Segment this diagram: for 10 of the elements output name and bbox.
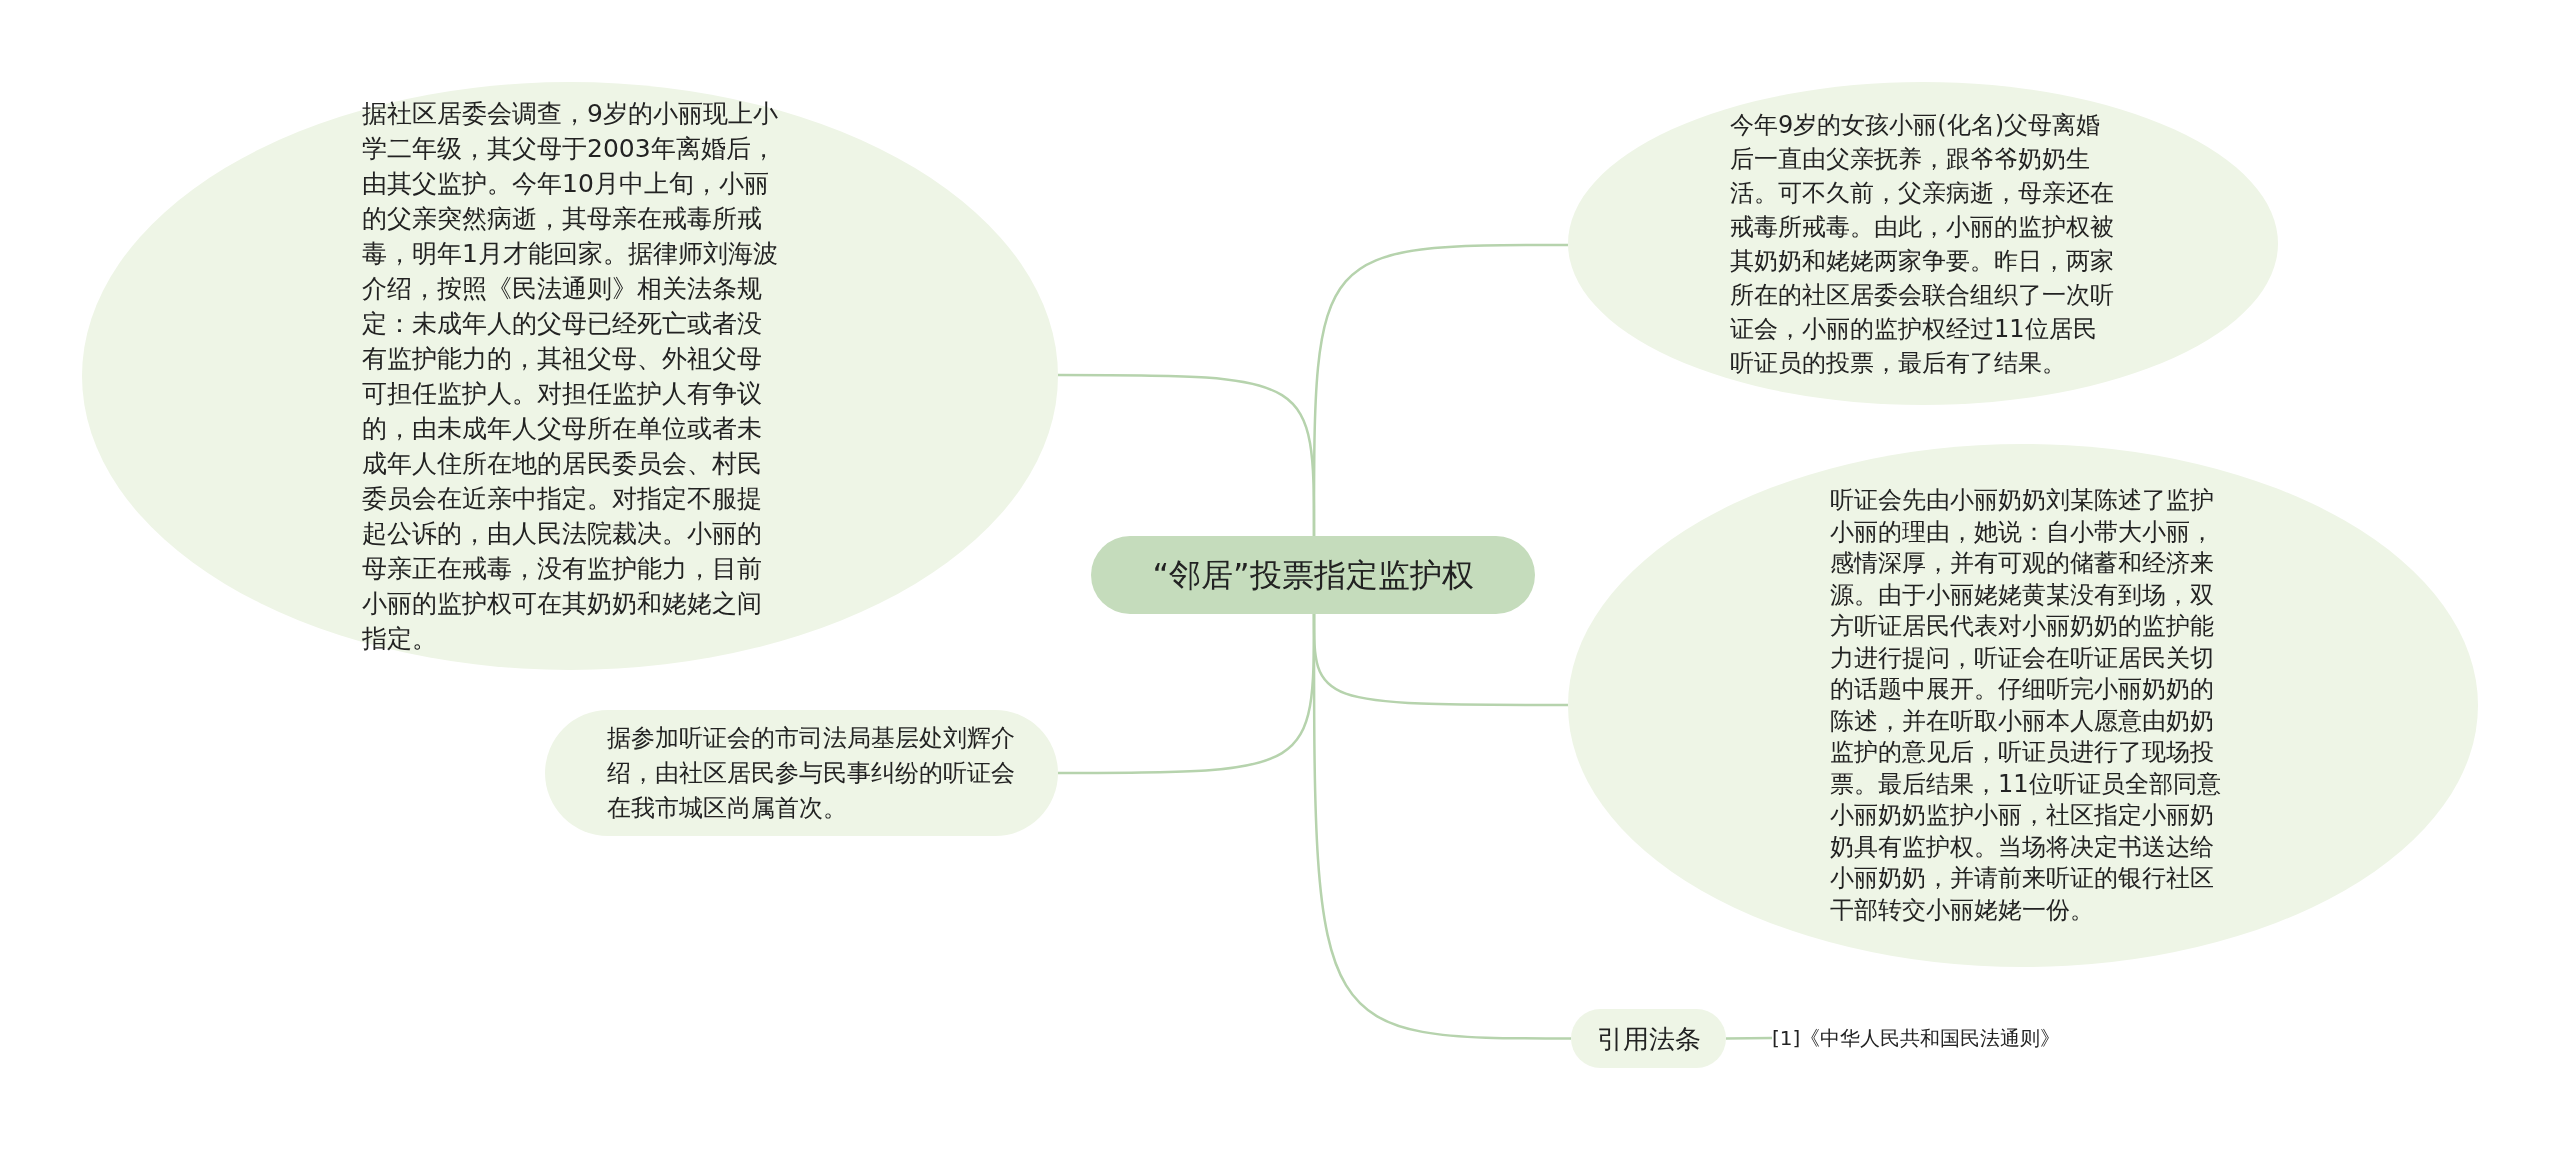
- citation-text: [1]《中华人民共和国民法通则》: [1772, 1022, 2072, 1054]
- topic-text: 今年9岁的女孩小丽(化名)父母离婚后一直由父亲抚养，跟爷爷奶奶生活。可不久前，父亲病逝，母亲还在戒毒所戒毒。由此，小丽的监护权被其奶奶和姥姥两家争要。昨日，两家所在的社区居委会联合组织了一次听证会，小丽的监护权经过11位居民听证员的投票，最后有了结果。: [1730, 109, 2115, 379]
- topic-text: 据社区居委会调查，9岁的小丽现上小学二年级，其父母于2003年离婚后，由其父监护。今年10月中上旬，小丽的父亲突然病逝，其母亲在戒毒所戒毒，明年1月才能回家。据律师刘海波介绍，按照《民法通则》相关法条规定：未成年人的父母已经死亡或者没有监护能力的，其祖父母、外祖父母可担任监护人。对担任监护人有争议的，由未成年人父母所在单位或者未成年人住所在地的居民委员会、村民委员会在近亲中指定。对指定不服提起公诉的，由人民法院裁决。小丽的母亲正在戒毒，没有监护能力，目前小丽的监护权可在其奶奶和姥姥之间指定。: [362, 98, 779, 655]
- connector-line: [1726, 1036, 1772, 1040]
- topic-text: 据参加听证会的市司法局基层处刘辉介绍，由社区居民参与民事纠纷的听证会在我市城区尚属首次。: [607, 722, 1016, 824]
- topic-text: 听证会先由小丽奶奶刘某陈述了监护小丽的理由，她说：自小带大小丽，感情深厚，并有可观的储蓄和经济来源。由于小丽姥姥黄某没有到场，双方听证居民代表对小丽奶奶的监护能力进行提问，听证会在听证居民关切的话题中展开。仔细听完小丽奶奶的陈述，并在听取小丽本人愿意由奶奶监护的意见后，听证员进行了现场投票。最后结果，11位听证员全部同意小丽奶奶监护小丽，社区指定小丽奶奶具有监护权。当场将决定书送达给小丽奶奶，并请前来听证的银行社区干部转交小丽姥姥一份。: [1830, 485, 2222, 926]
- connector-line: [1312, 614, 1571, 1040]
- connector-line: [1312, 243, 1568, 536]
- topic-text: 引用法条: [1596, 1022, 1701, 1056]
- topic-title: “邻居”投票指定监护权: [1152, 555, 1474, 595]
